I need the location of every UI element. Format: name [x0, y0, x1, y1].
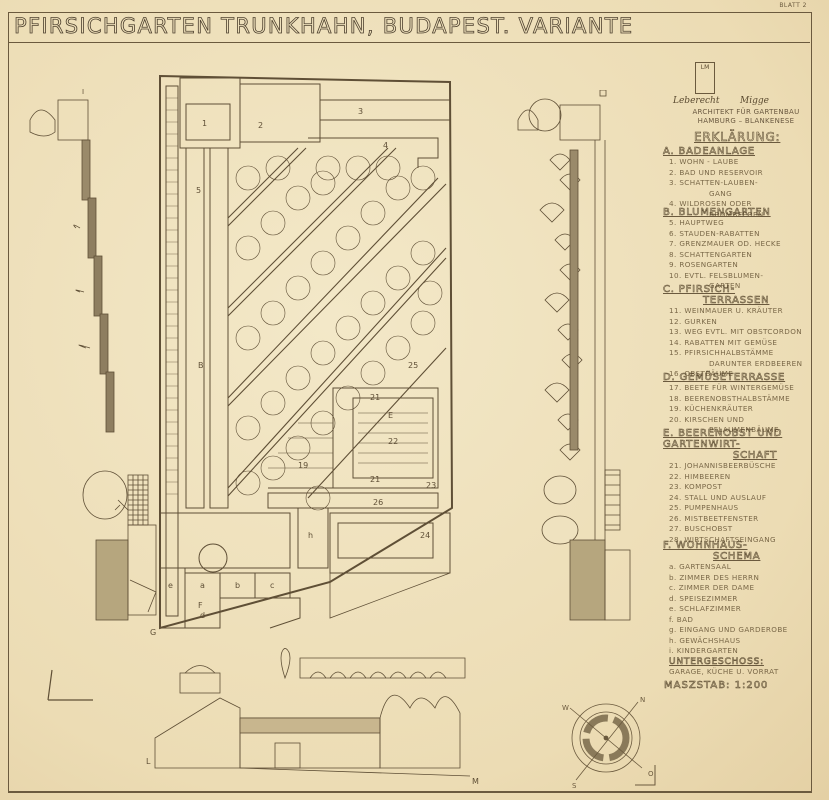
legend-item: 19. KÜCHENKRÄUTER: [669, 404, 754, 413]
garden-site-plan: 1 2 3 4 5 B E 21 21 22 19 23 25 26 24 F …: [159, 74, 454, 630]
legend-item: GARTEN: [709, 281, 741, 290]
label-area-e: E: [388, 411, 393, 420]
legend-item: 26. MISTBEETFENSTER: [669, 513, 759, 523]
legend-item: 11. WEINMAUER U. KRÄUTER: [669, 306, 784, 315]
architect-logo: LM: [695, 62, 715, 94]
sheet-title: PFIRSICHGARTEN TRUNKHAHN, BUDAPEST. VARI…: [14, 14, 634, 39]
legend-item: 16. OBSTBÄUME: [669, 369, 734, 378]
legend-item: 9. ROSENGARTEN: [669, 260, 739, 269]
compass-west: W: [562, 704, 569, 712]
label-room-b: b: [235, 581, 240, 590]
legend-item: 6. STAUDEN-RABATTEN: [669, 228, 760, 238]
elevation-label-g: G: [150, 628, 156, 637]
label-room-a: a: [200, 581, 205, 590]
label-24: 24: [420, 531, 430, 540]
label-path-3: 3: [358, 107, 363, 116]
legend-item: 27. BUSCHOBST: [669, 524, 733, 533]
legend-item: 5. HAUPTWEG: [669, 218, 725, 227]
legend-item: 10. EVTL. FELSBLUMEN-: [669, 270, 764, 280]
label-area-b: B: [198, 361, 204, 370]
legend-section-c: C. PFIRSICH- TERRASSEN 11. WEINMAUER U. …: [663, 284, 803, 378]
label-area-f: F: [198, 601, 203, 610]
legend-item: 28. WIRTSCHAFTSEINGANG: [669, 534, 776, 544]
signature-first-name: Leberecht: [673, 96, 720, 106]
legend-section-a: A. BADEANLAGE 1. WOHN - LAUBE 2. BAD UND…: [663, 146, 764, 219]
legend-item: 21. JOHANNISBEERBÜSCHE: [669, 461, 776, 470]
sheet-border: [8, 12, 812, 793]
legend-item: 24. STALL UND AUSLAUF: [669, 492, 767, 502]
elevation-label-l: L: [146, 757, 151, 766]
compass-north: N: [640, 696, 645, 704]
label-room-h: h: [308, 531, 313, 540]
legend-title: ERKLÄRUNG:: [694, 130, 781, 145]
legend-item: 22. HIMBEEREN: [669, 471, 731, 481]
label-21-top: 21: [370, 393, 380, 402]
legend-item: 18. BEERENOBSTHALBSTÄMME: [669, 393, 791, 403]
legend-section-e: E. BEERENOBST UND GARTENWIRT- SCHAFT 21.…: [663, 428, 783, 544]
legend-item: d. SPEISEZIMMER: [669, 593, 738, 603]
left-side-elevation: I G: [29, 88, 157, 701]
label-room-c: c: [270, 581, 274, 590]
legend-item: h. GEWÄCHSHAUS: [669, 635, 741, 645]
legend-item: i. KINDERGARTEN: [669, 646, 739, 655]
compass-south: S: [572, 782, 577, 790]
label-room-1: 1: [202, 119, 207, 128]
legend-item: GANG: [709, 188, 733, 198]
label-26: 26: [373, 498, 383, 507]
legend-item: f. BAD: [669, 614, 694, 624]
elevation-label-m: M: [472, 777, 479, 786]
compass-rose: N O S W: [562, 696, 656, 790]
legend-item: 8. SCHATTENGARTEN: [669, 249, 753, 259]
label-roses-4: 4: [383, 141, 388, 150]
legend-item: GARAGE, KÜCHE U. VORRAT: [669, 666, 779, 676]
legend-item: PFLAUMENBÄUME: [709, 425, 779, 434]
right-side-elevation: [517, 90, 631, 621]
legend-item: b. ZIMMER DES HERRN: [669, 572, 760, 582]
label-23: 23: [426, 481, 436, 490]
legend-section-f: F. WOHNHAUS- SCHEMA a. GARTENSAAL b. ZIM…: [663, 540, 788, 676]
legend-item: 2. BAD UND RESERVOIR: [669, 167, 764, 177]
legend-section-b: B. BLUMENGARTEN 5. HAUPTWEG 6. STAUDEN-R…: [663, 207, 781, 290]
bottom-elevation: L M: [146, 648, 479, 786]
legend-item: 20. KIRSCHEN UND: [669, 414, 745, 424]
legend-item: BROMBEEREN: [709, 209, 764, 219]
legend-item: 12. GURKEN: [669, 316, 718, 326]
sheet-number: BLATT 2: [779, 2, 807, 9]
firm-line-1: ARCHITEKT FÜR GARTENBAU: [692, 108, 800, 116]
label-room-d: d: [200, 611, 205, 620]
room-a: [185, 103, 231, 141]
scale-label: MASZSTAB: 1:200: [664, 680, 769, 692]
title-bar: [8, 12, 810, 43]
legend-item: 14. RABATTEN MIT GEMÜSE: [669, 337, 778, 347]
firm-line-2: HAMBURG – BLANKENESE: [697, 117, 795, 125]
legend-section-d: D. GEMÜSETERRASSE 17. BEETE FÜR WINTERGE…: [663, 372, 795, 434]
label-25: 25: [408, 361, 418, 370]
legend-item: a. GARTENSAAL: [669, 562, 732, 571]
legend-item: DARUNTER ERDBEEREN: [709, 358, 803, 368]
signature-last-name: Migge: [740, 96, 769, 106]
label-21-bottom: 21: [370, 475, 380, 484]
legend-item: e. SCHLAFZIMMER: [669, 604, 742, 613]
label-room-2: 2: [258, 121, 263, 130]
label-path-5: 5: [196, 186, 201, 195]
compass-east: O: [648, 770, 654, 778]
legend-item: c. ZIMMER DER DAME: [669, 583, 755, 592]
label-room-e: e: [168, 581, 173, 590]
legend-item: 15. PFIRSICHHALBSTÄMME: [669, 348, 774, 357]
label-22: 22: [388, 437, 398, 446]
legend-item: 25. PUMPENHAUS: [669, 503, 739, 512]
legend-item: 3. SCHATTEN-LAUBEN-: [669, 178, 759, 187]
architect-credit: ARCHITEKT FÜR GARTENBAU HAMBURG – BLANKE…: [676, 108, 816, 126]
legend-item: g. EINGANG UND GARDEROBE: [669, 625, 788, 634]
elevation-label-i: I: [82, 88, 84, 96]
legend-item: 13. WEG EVTL. MIT OBSTCORDON: [669, 327, 803, 336]
legend-item: 1. WOHN - LAUBE: [669, 157, 739, 166]
legend-item: 7. GRENZMAUER OD. HECKE: [669, 239, 781, 248]
label-19: 19: [298, 461, 308, 470]
legend-item: 4. WILDROSEN ODER: [669, 199, 752, 208]
legend-item: 17. BEETE FÜR WINTERGEMÜSE: [669, 383, 795, 392]
legend-item: 23. KOMPOST: [669, 482, 723, 491]
